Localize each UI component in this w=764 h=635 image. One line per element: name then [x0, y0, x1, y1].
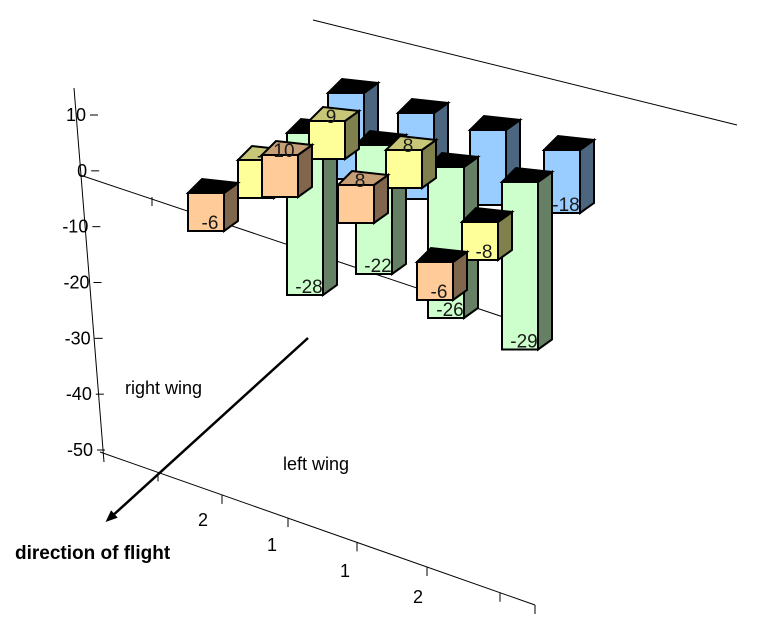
back-frame-line	[312, 19, 738, 126]
bar-value-label: -6	[431, 282, 448, 303]
bar-top-face	[335, 169, 391, 186]
z-tick-label: -40	[66, 384, 92, 404]
bar-top-face	[499, 166, 555, 183]
bar-top-face	[414, 246, 470, 263]
bar-yellow-4: -8	[459, 206, 515, 263]
bar-side-face	[579, 138, 595, 215]
z-tick-label: -30	[65, 328, 91, 348]
bar-yellow-2: 9	[306, 105, 362, 161]
bar-top-face	[259, 139, 315, 156]
z-tick-label: -10	[62, 217, 88, 237]
bar-top-face	[325, 77, 381, 94]
bar-top-face	[395, 97, 451, 114]
bar-top-face	[425, 151, 481, 168]
bar-orange-2: 10	[259, 139, 315, 199]
direction-arrow	[105, 337, 309, 523]
bar-value-label: -22	[364, 256, 391, 277]
bar-top-face	[467, 114, 523, 131]
bar-top-face	[383, 134, 439, 151]
bar-green-4: -29	[499, 166, 555, 353]
x-axis-line	[99, 451, 536, 606]
bar-top-face	[306, 105, 362, 122]
bar-value-label: -18	[552, 195, 579, 216]
x-tick-label: 2	[198, 510, 208, 530]
bar-value-label: -	[257, 146, 263, 167]
bar-front-face	[501, 181, 539, 351]
bar-value-label: 8	[355, 171, 366, 192]
bar-value-label: -29	[510, 332, 537, 353]
bar-top-face	[541, 134, 597, 151]
x-tick-label: 1	[267, 535, 277, 555]
bar-value-label: -8	[476, 242, 493, 263]
z-axis-ticks: 10 0 -10 -20 -30 -40 -50	[62, 105, 105, 460]
direction-of-flight-label: direction of flight	[15, 543, 171, 564]
bar-orange-1: -6	[185, 177, 241, 234]
bar-value-label: 8	[403, 136, 414, 157]
bar-orange-4: -6	[414, 246, 470, 303]
bar-value-label: 9	[326, 107, 337, 128]
bar-yellow-3: 8	[383, 134, 439, 190]
x-tick-label: 1	[340, 561, 350, 581]
bar-top-face	[185, 177, 241, 194]
bar-value-label: 10	[273, 141, 294, 162]
bar-front-face	[337, 184, 375, 224]
z-tick-label: -50	[67, 440, 93, 460]
x-tick-label: 2	[413, 587, 423, 607]
z-tick-label: 0	[77, 161, 87, 181]
z-tick-label: 10	[66, 105, 86, 125]
z-axis-line	[73, 87, 105, 463]
right-wing-label: right wing	[125, 378, 202, 398]
bar-value-label: -6	[202, 213, 219, 234]
z-tick-label: -20	[63, 273, 89, 293]
x-axis-ticks: 2 1 1 2	[157, 472, 536, 614]
bar-top-face	[459, 206, 515, 223]
bar-value-label: -26	[436, 300, 463, 321]
bar-side-face	[537, 170, 553, 352]
bar-orange-3: 8	[335, 169, 391, 225]
bar-value-label: -28	[295, 277, 322, 298]
left-wing-label: left wing	[283, 454, 349, 474]
bars-group: -18 -28 -22 -26 -29 - 9 8 -8 -6 10 8 -6	[185, 77, 597, 353]
